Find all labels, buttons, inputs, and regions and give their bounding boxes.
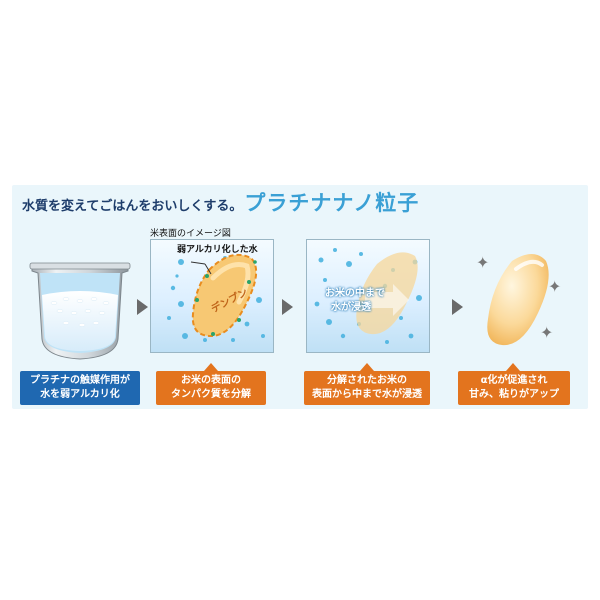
headline-lead: 水質を変えてごはんをおいしくする。 <box>22 199 243 214</box>
step2-caption-line2: タンパク質を分解 <box>171 389 251 400</box>
step3-caption-line1: 分解されたお米の <box>327 375 407 386</box>
step4-caption-tip <box>506 363 520 371</box>
penetration-label-line2: 水が浸透 <box>331 302 371 313</box>
step4-caption-line1: α化が促進され <box>480 375 548 386</box>
step2-caption-tip <box>204 363 218 371</box>
rice-grain-icon <box>487 254 549 346</box>
arrow-right-icon <box>282 299 293 315</box>
water-label: 弱アルカリ化した水 <box>177 245 258 255</box>
headline: 水質を変えてごはんをおいしくする。 プラチナナノ粒子 <box>22 187 419 217</box>
step4-caption-line2: 甘み、粘りがアップ <box>469 389 559 400</box>
image-title: 米表面のイメージ図 <box>150 229 231 239</box>
step3-caption-line2: 表面から中まで水が浸透 <box>312 389 422 400</box>
sparkle-icon: ✦ <box>548 277 562 296</box>
step1-caption-line2: 水を弱アルカリ化 <box>40 389 120 400</box>
step2-image-box: 弱アルカリ化した水 デンプン <box>150 239 274 353</box>
step3-image-box: お米の中まで 水が浸透 <box>306 239 430 353</box>
step1-caption-line1: プラチナの触媒作用が <box>30 375 130 386</box>
rice-cooker-pot-icon <box>29 262 131 360</box>
sparkle-icon: ✦ <box>476 253 490 272</box>
step2-caption-line1: お米の表面の <box>181 375 241 386</box>
step3-caption-tip <box>360 363 374 371</box>
headline-brand: プラチナナノ粒子 <box>244 191 420 215</box>
step4-caption: α化が促進され 甘み、粘りがアップ <box>458 371 570 405</box>
arrow-right-icon <box>137 299 148 315</box>
arrow-right-icon <box>452 299 463 315</box>
step3-caption: 分解されたお米の 表面から中まで水が浸透 <box>304 371 430 405</box>
penetration-label-line1: お米の中まで <box>325 288 385 299</box>
step2-caption: お米の表面の タンパク質を分解 <box>156 371 266 405</box>
process-panel: 水質を変えてごはんをおいしくする。 プラチナナノ粒子 <box>12 185 588 409</box>
sparkle-icon: ✦ <box>540 323 554 342</box>
step1-caption: プラチナの触媒作用が 水を弱アルカリ化 <box>20 371 140 405</box>
